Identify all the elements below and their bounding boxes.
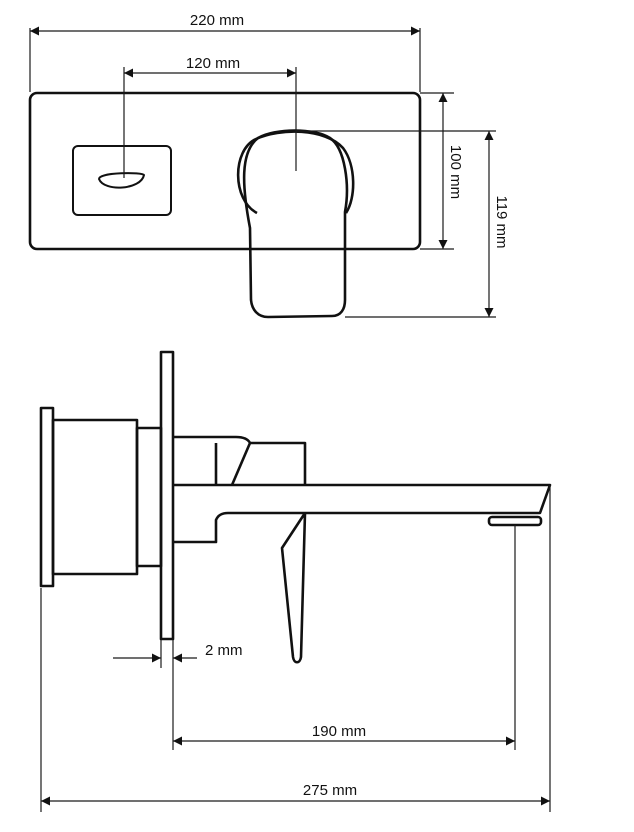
lever-handle-front [236,129,355,319]
lever-handle-side [280,512,307,664]
dim-label-front-width: 220 mm [190,12,244,29]
dim-label-spout-reach: 190 mm [312,723,366,740]
dim-label-total-height: 119 mm [493,195,510,248]
mixer-body-side [173,435,307,544]
spout [173,483,552,527]
dim-label-handle-spacing: 120 mm [186,55,240,72]
wall-plate-side [159,350,175,641]
side-view: 2 mm 190 mm 275 mm [39,350,552,812]
wall-plate [28,91,422,251]
dim-label-plate-height: 100 mm [447,145,464,199]
diverter-knob [72,145,172,216]
concealed-body [39,406,163,588]
dim-label-plate-thickness: 2 mm [205,642,243,659]
dim-label-total-depth: 275 mm [303,782,357,799]
front-view: 220 mm 120 mm 100 mm 119 mm [28,12,510,319]
